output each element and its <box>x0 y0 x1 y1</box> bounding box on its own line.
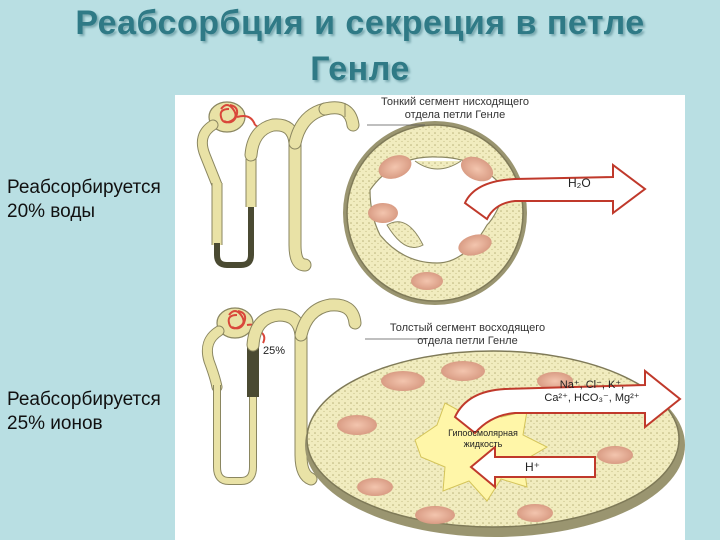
water-reabsorption-label: Реабсорбируется 20% воды <box>7 176 161 224</box>
bottom-caption-line2: отдела петли Генле <box>417 335 518 347</box>
secretion-label: H⁺ <box>525 460 540 474</box>
bottom-secretion-arrow <box>469 444 596 490</box>
page-title-line1: Реабсорбция и секреция в петле <box>75 4 645 42</box>
top-caption-line1: Тонкий сегмент нисходящего <box>381 96 529 108</box>
percent-tag: 25% <box>263 345 286 357</box>
bottom-nephron <box>201 298 362 486</box>
ions-line2: Ca²⁺, HCO₃⁻, Mg²⁺ <box>544 392 640 404</box>
lumen-line1: Гипоосмолярная <box>448 428 518 438</box>
lumen-label: Гипоосмолярная жидкость <box>443 428 523 450</box>
ion-label-line1: Реабсорбируется <box>7 389 161 410</box>
ions-line1: Na⁺, Cl⁻, K⁺, <box>559 379 625 391</box>
ion-label-line2: 25% ионов <box>7 413 103 434</box>
bottom-caption-line1: Толстый сегмент восходящего <box>389 322 546 334</box>
figure-drawing <box>196 101 685 537</box>
water-label: H₂O <box>568 176 591 190</box>
top-segment-caption: Тонкий сегмент нисходящего отдела петли … <box>350 96 560 122</box>
bottom-segment-caption: Толстый сегмент восходящего отдела петли… <box>360 322 575 348</box>
page-title-line2: Генле <box>310 50 410 88</box>
top-water-arrow <box>463 163 647 221</box>
bottom-ion-arrow <box>453 368 682 435</box>
water-label-line2: 20% воды <box>7 201 96 222</box>
ions-label: Na⁺, Cl⁻, K⁺, Ca²⁺, HCO₃⁻, Mg²⁺ <box>532 379 652 405</box>
water-label-line1: Реабсорбируется <box>7 177 161 198</box>
top-cross-section <box>343 121 647 305</box>
top-nephron <box>196 101 360 272</box>
loop-of-henle-figure: Тонкий сегмент нисходящего отдела петли … <box>175 95 685 540</box>
lumen-line2: жидкость <box>463 439 503 449</box>
top-caption-line2: отдела петли Генле <box>404 109 506 121</box>
ion-reabsorption-label: Реабсорбируется 25% ионов <box>7 388 161 436</box>
page-title: Реабсорбция и секреция в петле Генле <box>0 0 720 92</box>
bottom-cross-section <box>305 350 685 537</box>
